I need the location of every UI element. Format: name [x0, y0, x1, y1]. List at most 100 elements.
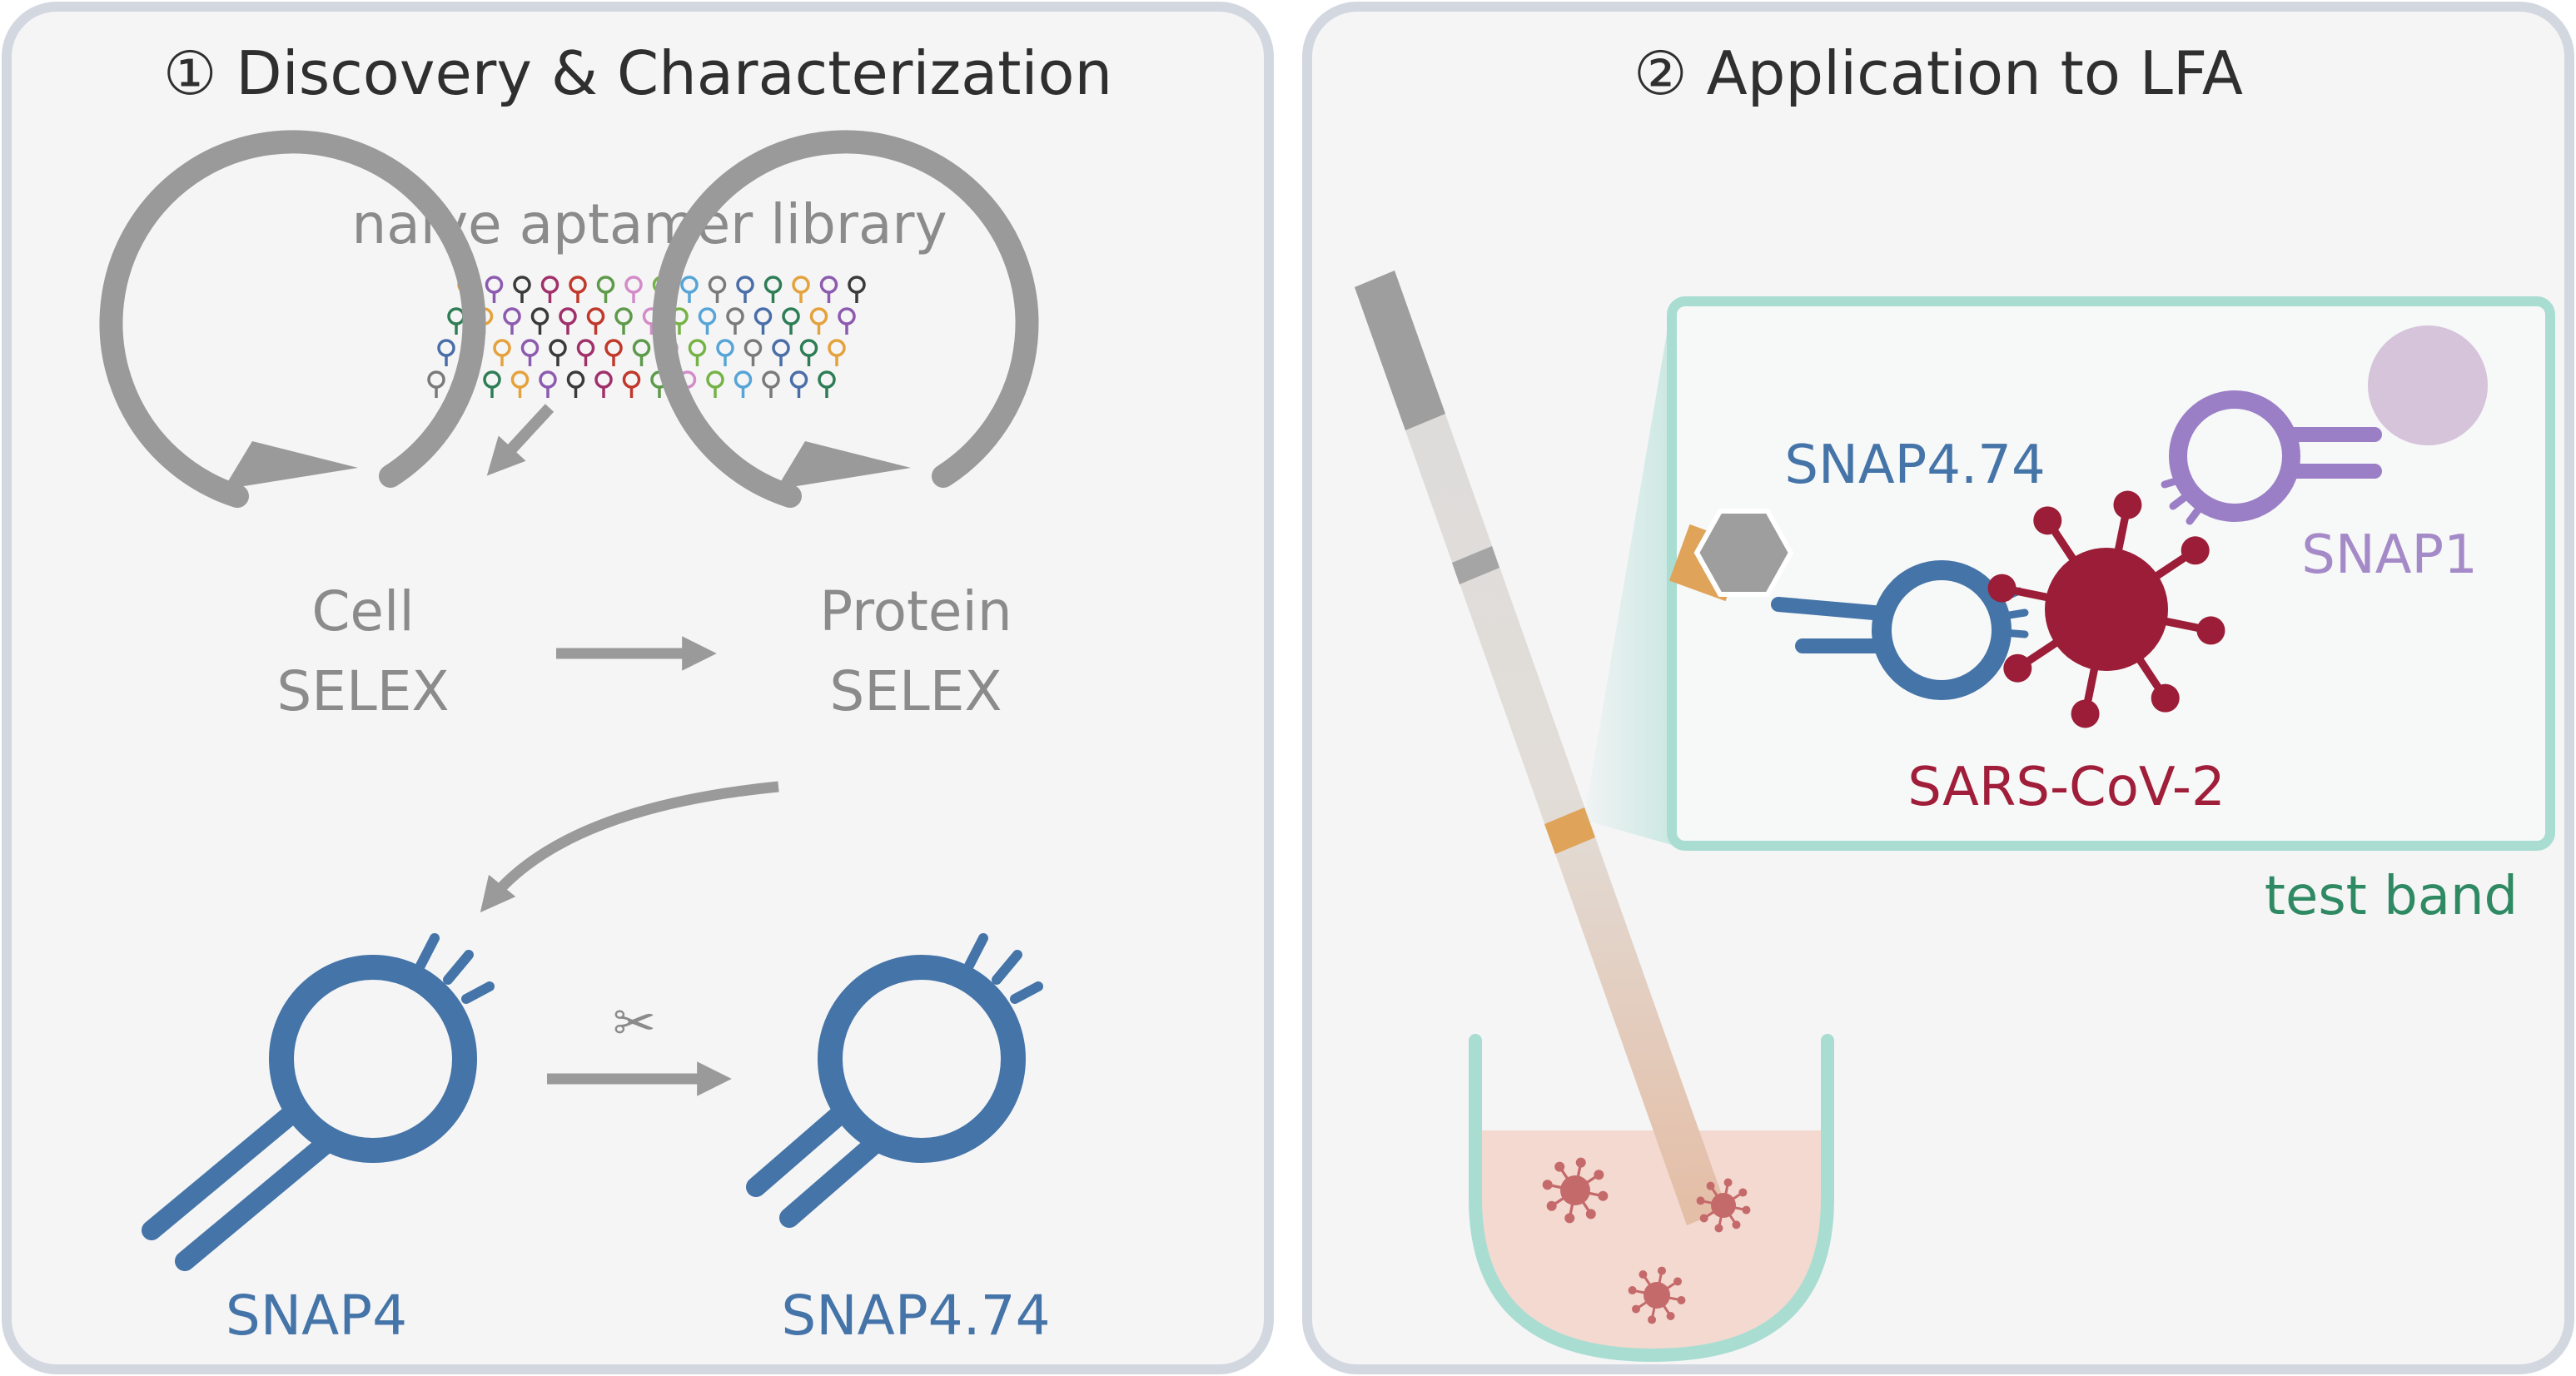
- library-aptamer: [437, 339, 455, 366]
- sample-virus: [1696, 1178, 1751, 1233]
- library-aptamer: [540, 276, 559, 303]
- library-aptamer: [604, 339, 623, 366]
- library-aptamer: [586, 307, 605, 335]
- biotin-hexagon: [1693, 509, 1794, 597]
- library-aptamer: [838, 307, 856, 335]
- scissors-icon: ✂: [613, 992, 656, 1053]
- capture-stem-a: [1771, 597, 1891, 621]
- library-aptamer: [569, 276, 587, 303]
- cell-selex-label-1: Cell: [311, 579, 414, 643]
- library-aptamer: [848, 276, 866, 303]
- library-aptamer: [819, 276, 838, 303]
- snap4-74-tick-2: [992, 950, 1022, 985]
- snap4-74-tick-3: [1010, 981, 1043, 1004]
- library-aptamer: [624, 276, 643, 303]
- library-aptamer: [680, 276, 699, 303]
- protein-selex-label-2: SELEX: [829, 659, 1002, 723]
- library-to-cell-arrow: [486, 404, 554, 476]
- library-aptamer: [763, 276, 783, 303]
- library-aptamer: [698, 307, 717, 335]
- library-aptamer: [427, 370, 445, 398]
- library-aptamer: [549, 339, 567, 366]
- snap4-stem-a: [142, 1101, 305, 1240]
- virus-label: SARS-CoV-2: [1907, 757, 2225, 818]
- library-aptamer: [809, 307, 828, 335]
- cell-selex-ring: [99, 130, 486, 508]
- library-aptamer: [483, 370, 501, 398]
- snap4-74-label: SNAP4.74: [781, 1284, 1050, 1348]
- library-aptamer: [614, 307, 633, 335]
- snap4-74-capture-label: SNAP4.74: [1784, 435, 2045, 496]
- snap1-label: SNAP1: [2301, 524, 2478, 586]
- capture-tick-3: [1999, 628, 2029, 638]
- snap4-74-stem-b: [779, 1131, 888, 1228]
- lfa-strip: [1355, 271, 1727, 1225]
- library-aptamer: [762, 370, 780, 398]
- snap4-label: SNAP4: [226, 1284, 407, 1348]
- lfa-test-line: [1544, 807, 1595, 854]
- panel-application: ② Application to LFA: [1302, 2, 2574, 1374]
- sample-virus: [1542, 1157, 1609, 1224]
- library-aptamer: [726, 307, 744, 335]
- cell-selex-cycle: Cell SELEX: [99, 130, 486, 723]
- library-aptamer: [789, 370, 808, 398]
- snap4-74-capture: [1771, 560, 2029, 700]
- library-aptamer: [493, 339, 511, 366]
- snap1-aptamer: [2161, 390, 2382, 525]
- protein-selex-label-1: Protein: [819, 579, 1012, 643]
- library-aptamer: [743, 339, 763, 366]
- library-aptamer: [520, 339, 540, 366]
- cell-selex-label-2: SELEX: [276, 659, 449, 723]
- protein-to-aptamer-arrow: [480, 781, 779, 913]
- snap1-tick-1: [2161, 474, 2188, 489]
- library-aptamer: [706, 370, 724, 398]
- library-aptamer: [530, 307, 550, 335]
- library-aptamer: [828, 339, 846, 366]
- library-aptamer: [772, 339, 790, 366]
- gold-nanoparticle: [2368, 325, 2488, 445]
- library-aptamer: [539, 370, 557, 398]
- sample-cup: [1469, 1034, 1834, 1363]
- library-aptamer: [559, 307, 577, 335]
- snap1-tick-3: [2186, 500, 2206, 525]
- panel-discovery-frame: [2, 2, 1274, 1374]
- snap4-stem-b: [175, 1131, 339, 1271]
- sample-viruses: [1542, 1157, 1751, 1324]
- capture-tick-2: [2000, 609, 2029, 620]
- library-aptamer: [510, 370, 530, 398]
- virus-particle: [1987, 490, 2225, 728]
- library-aptamer: [596, 276, 615, 303]
- library-aptamer: [799, 339, 818, 366]
- panel-application-title: ② Application to LFA: [1634, 38, 2243, 108]
- snap4-aptamer: [142, 933, 495, 1271]
- library-aptamer: [753, 307, 773, 335]
- library-aptamer: [688, 339, 707, 366]
- snap4-tick-3: [461, 981, 495, 1004]
- snap1-tick-2: [2169, 489, 2194, 510]
- library-aptamer: [734, 370, 753, 398]
- library-aptamer: [576, 339, 595, 366]
- snap4-loop: [269, 955, 477, 1163]
- snap4-tick-1: [415, 933, 440, 971]
- lfa-strip-pad: [1355, 271, 1445, 430]
- test-band-label: test band: [2265, 866, 2518, 927]
- snap4-74-aptamer: [746, 933, 1043, 1228]
- virus-body: [1987, 490, 2225, 728]
- snap4-tick-2: [443, 950, 474, 985]
- snap1-loop: [2169, 390, 2300, 522]
- library-aptamer: [818, 370, 836, 398]
- library-aptamer: [708, 276, 727, 303]
- snap4-74-stem-a: [746, 1101, 853, 1197]
- library-aptamer: [485, 276, 504, 303]
- library-aptamer: [632, 339, 651, 366]
- cell-selex-arrowhead: [223, 441, 358, 489]
- snap4-74-tick-1: [964, 933, 988, 971]
- capture-protein: [1668, 509, 1794, 602]
- library-aptamer: [503, 307, 521, 335]
- library-aptamer: [594, 370, 613, 398]
- library-aptamer: [782, 307, 800, 335]
- library-aptamer: [513, 276, 531, 303]
- protein-selex-cycle: Protein SELEX: [652, 130, 1039, 723]
- lfa-control-line: [1452, 546, 1499, 584]
